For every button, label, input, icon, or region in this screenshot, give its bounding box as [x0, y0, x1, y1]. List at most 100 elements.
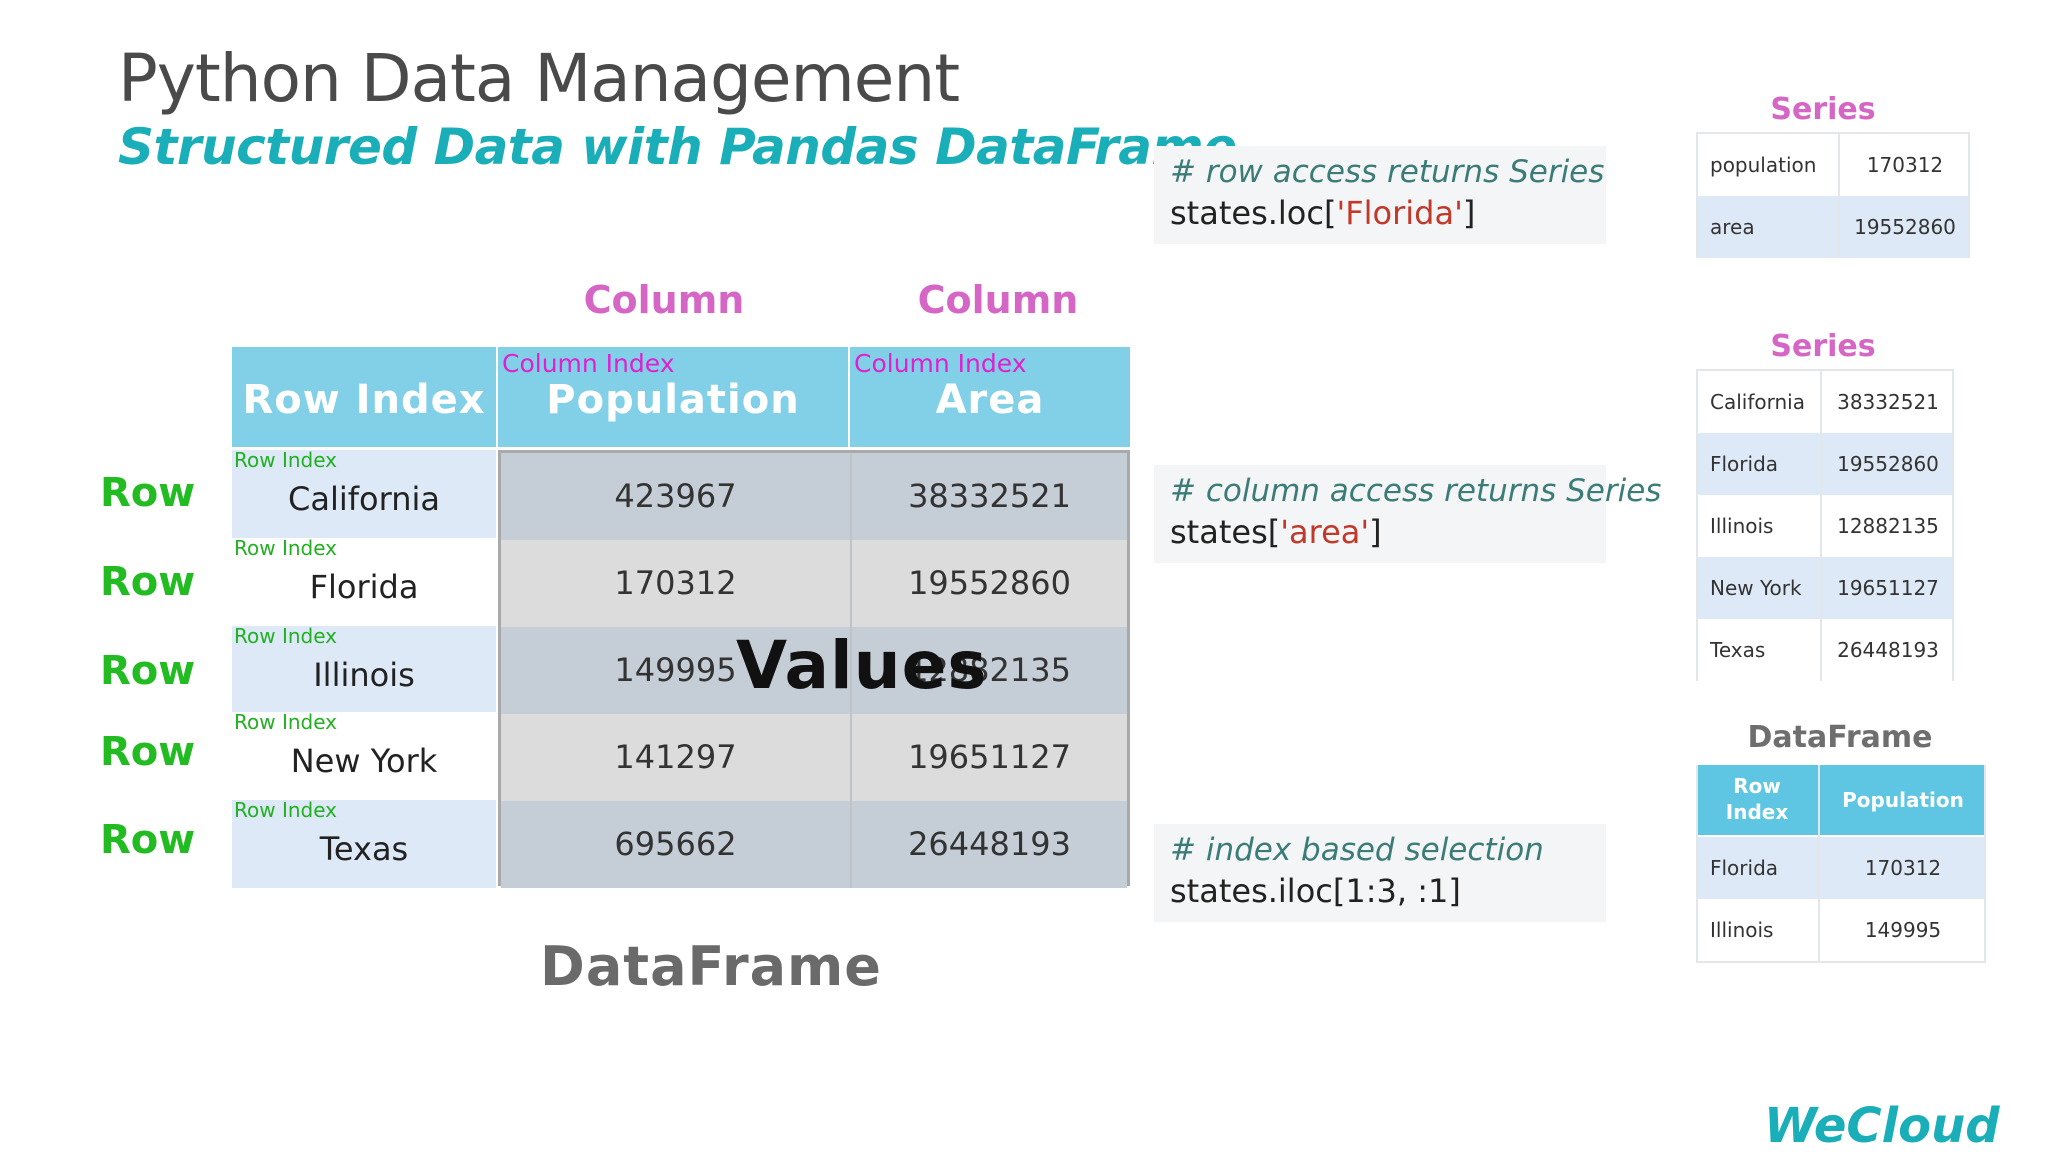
- area-value: 19651127: [908, 738, 1071, 776]
- population-value: 423967: [614, 477, 737, 515]
- header-row-index-label: Row Index: [242, 377, 486, 423]
- table-row: area 19552860: [1696, 196, 1970, 258]
- table-row: 141297 19651127: [501, 714, 1127, 801]
- header-population: Population: [1842, 788, 1964, 812]
- table-border: [1968, 132, 1970, 258]
- table-row: Texas 26448193: [1696, 619, 1954, 681]
- row-key: Illinois: [1710, 918, 1774, 942]
- row-label: Row: [100, 559, 196, 605]
- series-value: 19552860: [1837, 452, 1939, 476]
- row-name: New York: [290, 742, 438, 780]
- header-population-label: Population: [546, 377, 800, 423]
- area-value: 12882135: [908, 651, 1071, 689]
- column-index-tag: Column Index: [502, 349, 675, 378]
- table-border: [1696, 369, 1954, 371]
- row-key: Florida: [1710, 856, 1779, 880]
- table-border: [1952, 369, 1954, 681]
- area-value: 38332521: [908, 477, 1071, 515]
- area-value: 19552860: [908, 564, 1071, 602]
- column-divider: [1818, 765, 1820, 963]
- column-label-population: Column: [583, 278, 745, 322]
- series-key: population: [1710, 153, 1817, 177]
- row-index-tag: Row Index: [234, 536, 338, 560]
- table-row: Florida 19552860: [1696, 433, 1954, 495]
- column-divider: [1820, 369, 1822, 681]
- series-value: 19651127: [1837, 576, 1939, 600]
- wecloud-logo: WeCloud: [1764, 1098, 2000, 1154]
- column-divider: [850, 801, 852, 888]
- row-index-cell: Row Index California: [232, 448, 496, 538]
- row-label: Row: [100, 729, 196, 775]
- code-string: 'area': [1280, 513, 1370, 551]
- header-population: Column Index Population: [498, 347, 850, 447]
- header-row-index: Row Index: [232, 347, 498, 447]
- population-value: 149995: [614, 651, 737, 689]
- series-2-table: California 38332521 Florida 19552860 Ill…: [1696, 369, 1954, 681]
- row-label: Row: [100, 817, 196, 863]
- page-title: Python Data Management: [118, 40, 960, 117]
- column-index-tag: Column Index: [854, 349, 1027, 378]
- dataframe-caption: DataFrame: [540, 935, 882, 998]
- row-name: California: [288, 480, 440, 518]
- code-text: states.iloc[1:3, :1]: [1170, 872, 1461, 910]
- row-value: 170312: [1864, 856, 1942, 880]
- row-index-tag: Row Index: [234, 798, 338, 822]
- table-border: [1696, 369, 1698, 681]
- row-name: Florida: [309, 568, 419, 606]
- table-border: [1984, 765, 1986, 963]
- code-comment: # column access returns Series: [1170, 473, 1662, 509]
- code-line: states['area']: [1170, 513, 1382, 551]
- code-text: ]: [1369, 513, 1382, 551]
- table-row: Illinois 12882135: [1696, 495, 1954, 557]
- table-border: [1696, 132, 1970, 134]
- row-index-tag: Row Index: [234, 624, 338, 648]
- row-label: Row: [100, 648, 196, 694]
- code-block-index-selection: # index based selection states.iloc[1:3,…: [1154, 824, 1606, 922]
- table-row: New York 19651127: [1696, 557, 1954, 619]
- header-row-index: Row Index: [1725, 774, 1789, 824]
- series-1-title: Series: [1770, 92, 1876, 127]
- row-label: Row: [100, 470, 196, 516]
- series-2-title: Series: [1770, 329, 1876, 364]
- series-value: 12882135: [1837, 514, 1939, 538]
- code-string: 'Florida': [1336, 194, 1463, 232]
- code-comment: # row access returns Series: [1170, 154, 1605, 190]
- row-index-cell: Row Index Texas: [232, 798, 496, 888]
- table-border: [1696, 132, 1698, 258]
- row-value: 149995: [1864, 918, 1942, 942]
- dataframe-small-title: DataFrame: [1747, 720, 1933, 755]
- population-value: 141297: [614, 738, 737, 776]
- code-text: states.loc[: [1170, 194, 1337, 232]
- series-key: Florida: [1710, 452, 1779, 476]
- series-value: 19552860: [1854, 215, 1956, 239]
- code-text: states[: [1170, 513, 1281, 551]
- row-index-cell: Row Index Florida: [232, 536, 496, 626]
- column-divider: [1838, 132, 1840, 258]
- page-subtitle: Structured Data with Pandas DataFrame: [118, 118, 1237, 176]
- row-index-tag: Row Index: [234, 710, 338, 734]
- table-row: population 170312: [1696, 134, 1970, 196]
- dataframe-small-table: Row Index Population Florida 170312 Illi…: [1696, 765, 1986, 963]
- column-divider: [850, 714, 852, 801]
- series-key: Texas: [1710, 638, 1766, 662]
- series-1-table: population 170312 area 19552860: [1696, 132, 1970, 258]
- header-area-label: Area: [935, 377, 1045, 423]
- code-text: ]: [1462, 194, 1476, 232]
- table-row: Florida 170312: [1696, 837, 1986, 899]
- series-key: Illinois: [1710, 514, 1774, 538]
- table-row: 695662 26448193: [501, 801, 1127, 888]
- column-label-area: Column: [917, 278, 1079, 322]
- row-index-cell: Row Index Illinois: [232, 624, 496, 714]
- population-value: 695662: [614, 825, 737, 863]
- row-name: Texas: [319, 830, 409, 868]
- table-border: [1696, 765, 1698, 963]
- code-block-row-access: # row access returns Series states.loc['…: [1154, 146, 1606, 244]
- series-value: 26448193: [1837, 638, 1939, 662]
- dataframe-table: Row Index Column Index Population Column…: [232, 347, 1131, 888]
- table-border: [1696, 961, 1986, 963]
- table-row: 149995 12882135: [501, 627, 1127, 714]
- population-value: 170312: [614, 564, 737, 602]
- table-header-row: Row Index Population: [1696, 765, 1986, 835]
- code-line: states.iloc[1:3, :1]: [1170, 872, 1461, 910]
- area-value: 26448193: [908, 825, 1071, 863]
